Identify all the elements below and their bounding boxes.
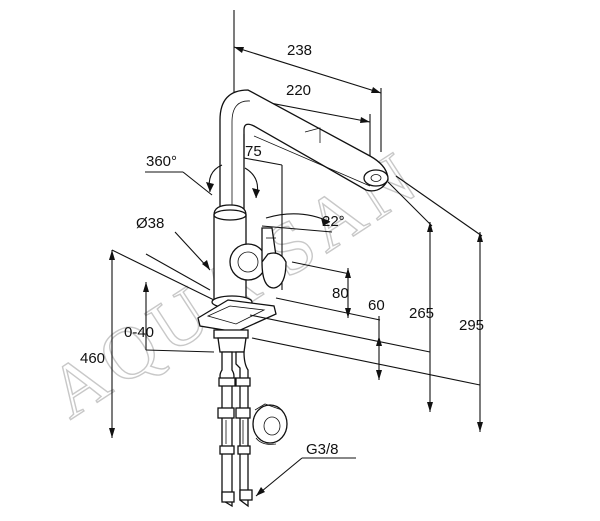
faucet-spout	[219, 89, 389, 216]
mounting-base	[197, 295, 277, 353]
dimension-295	[477, 232, 483, 432]
dimension-80-label: 80	[332, 285, 349, 302]
dimension-220-label: 220	[286, 82, 311, 99]
dimension-295-label: 295	[459, 317, 484, 334]
dimension-60	[376, 316, 382, 380]
diameter-38-label: Ø38	[136, 215, 164, 232]
faucet-body	[213, 204, 287, 303]
rotation-360-indicator	[145, 164, 260, 199]
lever-angle-22	[261, 213, 333, 233]
lever-angle-22-label: 22°	[322, 213, 345, 230]
dimension-0-40-label: 0-40	[124, 324, 154, 341]
dimension-265-label: 265	[409, 305, 434, 322]
dimension-75-label: 75	[245, 143, 262, 160]
rotation-360-label: 360°	[146, 153, 177, 170]
dimension-0-40	[143, 253, 215, 353]
dimension-460	[109, 249, 215, 438]
dimension-460-label: 460	[80, 350, 105, 367]
dimension-238-label: 238	[287, 42, 312, 59]
extension-lines	[249, 175, 483, 386]
thread-g38-leader	[255, 457, 356, 497]
supply-hoses	[217, 351, 253, 508]
thread-g38-label: G3/8	[306, 441, 339, 458]
diameter-38-leader	[174, 231, 211, 271]
hose-clamp	[252, 403, 288, 445]
dimension-265	[427, 222, 433, 412]
dimension-60-label: 60	[368, 297, 385, 314]
dimension-80	[345, 268, 351, 318]
